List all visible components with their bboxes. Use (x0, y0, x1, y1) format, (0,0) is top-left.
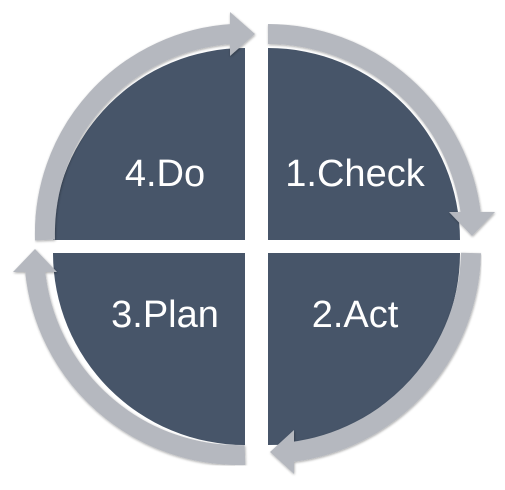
arrow-top-right (267, 24, 495, 236)
quadrant-bottom-right (268, 253, 460, 445)
arrow-bottom-right (270, 252, 481, 474)
arrow-bottom-left-head (13, 249, 57, 272)
arrow-bottom-left (13, 249, 246, 466)
quadrant-bottom-right-label: 2.Act (312, 294, 399, 336)
quadrant-top-right-shape (268, 48, 460, 240)
quadrant-top-right (268, 48, 460, 240)
quadrant-bottom-left-label: 3.Plan (111, 294, 219, 336)
quadrant-top-left (53, 48, 245, 240)
arrow-top-right-head (449, 212, 495, 236)
quadrant-top-right-label: 1.Check (285, 153, 425, 195)
arrow-top-left-head (230, 12, 255, 56)
quadrant-top-left-label: 4.Do (125, 153, 205, 195)
quadrant-bottom-left (53, 253, 245, 445)
arrow-top-right-arc (267, 24, 481, 217)
arrow-bottom-right-head (270, 430, 294, 474)
arrow-bottom-right-arc (290, 252, 481, 462)
quadrant-bottom-left-shape (53, 253, 245, 445)
quadrant-bottom-right-shape (268, 253, 460, 445)
arrow-top-left (34, 12, 255, 241)
arrow-top-left-arc (34, 24, 233, 241)
arrow-bottom-left-arc (25, 269, 246, 466)
quadrant-top-left-shape (53, 48, 245, 240)
